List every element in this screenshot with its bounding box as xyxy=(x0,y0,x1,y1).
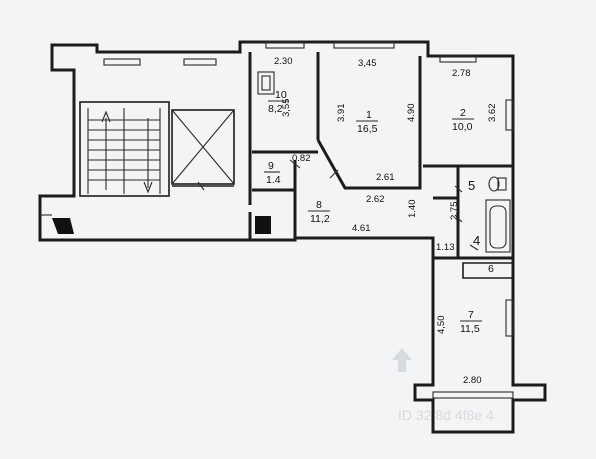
dim-1-13: 1.13 xyxy=(436,242,455,253)
dim-4-90: 4.90 xyxy=(406,104,417,123)
room-5-number: 5 xyxy=(468,178,475,193)
dim-4-61: 4.61 xyxy=(352,223,371,234)
room-1-number: 1 xyxy=(366,109,372,121)
watermark-text: ID 32 8d 4f8e 4 xyxy=(398,407,494,423)
room-7-area: 11,5 xyxy=(460,323,480,335)
room-10-number: 10 xyxy=(275,89,287,101)
elevator-shaft xyxy=(171,109,235,187)
room-8-number: 8 xyxy=(316,199,322,211)
dim-2-30: 2.30 xyxy=(274,56,293,67)
dim-2-61: 2.61 xyxy=(376,172,395,183)
dim-2-75: 2,75 xyxy=(449,202,460,221)
windows xyxy=(103,41,514,399)
dim-0-82: 0.82 xyxy=(292,153,311,164)
dim-2-62: 2.62 xyxy=(366,194,385,205)
dim-3-91: 3.91 xyxy=(336,104,347,123)
room-8-area: 11,2 xyxy=(310,213,330,225)
room-2-area: 10,0 xyxy=(452,121,473,133)
dim-3-55: 3,55 xyxy=(281,99,292,118)
dim-4-50: 4,50 xyxy=(436,316,447,335)
room-6-number: 6 xyxy=(488,263,494,275)
dim-2-78: 2.78 xyxy=(452,68,471,79)
kitchen-counter-left xyxy=(52,216,271,234)
room-2-number: 2 xyxy=(460,107,466,119)
room-9-area: 1.4 xyxy=(266,174,281,186)
room-10-area: 8,2 xyxy=(268,103,283,115)
watermark: ID 32 8d 4f8e 4 xyxy=(392,348,494,423)
doors xyxy=(40,159,479,251)
interior-walls xyxy=(248,52,514,279)
room-4-number: 4 xyxy=(473,233,480,248)
dim-3-45: 3,45 xyxy=(358,58,377,69)
dim-1-40: 1.40 xyxy=(407,200,418,219)
dim-2-80: 2.80 xyxy=(463,375,482,386)
room-1-area: 16,5 xyxy=(357,123,378,135)
outer-wall xyxy=(38,40,547,434)
toilet xyxy=(488,176,507,192)
dim-3-62: 3.62 xyxy=(487,104,498,123)
staircase xyxy=(79,101,170,197)
wardrobe-closet xyxy=(257,71,275,95)
bathtub xyxy=(485,199,511,253)
room-9-number: 9 xyxy=(268,160,274,172)
room-7-number: 7 xyxy=(468,309,474,321)
